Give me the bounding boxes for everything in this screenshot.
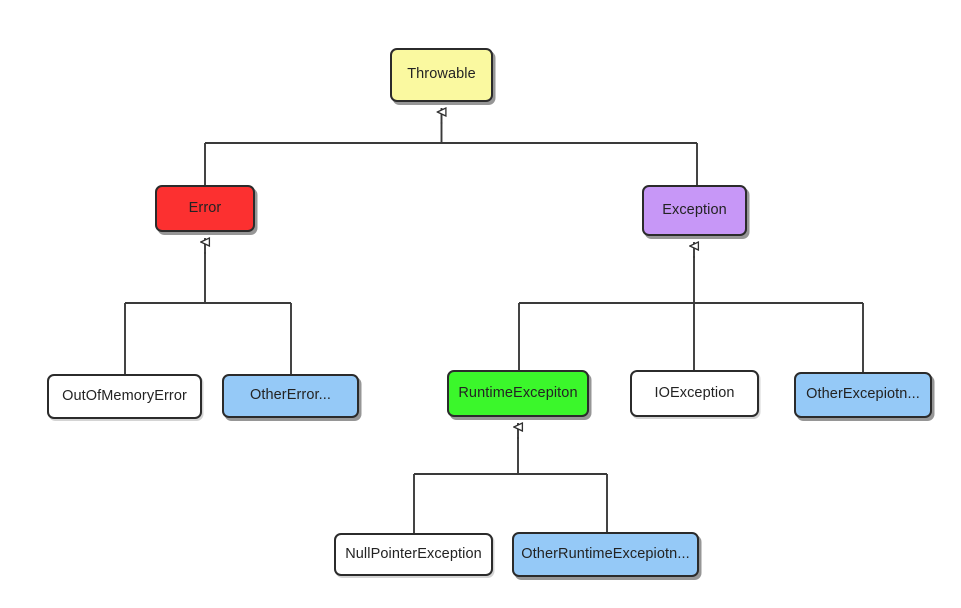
node-otherruntimeexception-label: OtherRuntimeExcepiotn... <box>521 545 690 562</box>
node-outofmemoryerror-label: OutOfMemoryError <box>62 387 187 404</box>
node-exception-label: Exception <box>662 201 727 218</box>
node-othererror[interactable]: OtherError... <box>222 374 359 418</box>
node-exception[interactable]: Exception <box>642 185 747 236</box>
node-ioexception-label: IOException <box>654 384 735 401</box>
node-error[interactable]: Error <box>155 185 255 232</box>
node-otherexception-label: OtherExcepiotn... <box>806 386 920 403</box>
node-outofmemoryerror[interactable]: OutOfMemoryError <box>47 374 202 419</box>
node-othererror-label: OtherError... <box>249 387 332 404</box>
node-error-label: Error <box>188 199 222 216</box>
node-otherruntimeexception[interactable]: OtherRuntimeExcepiotn... <box>512 532 699 577</box>
node-nullpointerexception[interactable]: NullPointerException <box>334 533 493 576</box>
node-ioexception[interactable]: IOException <box>630 370 759 417</box>
node-otherexception[interactable]: OtherExcepiotn... <box>794 372 932 418</box>
node-throwable[interactable]: Throwable <box>390 48 493 102</box>
node-nullpointerexception-label: NullPointerException <box>345 545 482 562</box>
node-runtimeexception[interactable]: RuntimeExcepiton <box>447 370 589 417</box>
node-runtimeexception-label: RuntimeExcepiton <box>458 384 578 401</box>
node-throwable-label: Throwable <box>407 66 476 83</box>
